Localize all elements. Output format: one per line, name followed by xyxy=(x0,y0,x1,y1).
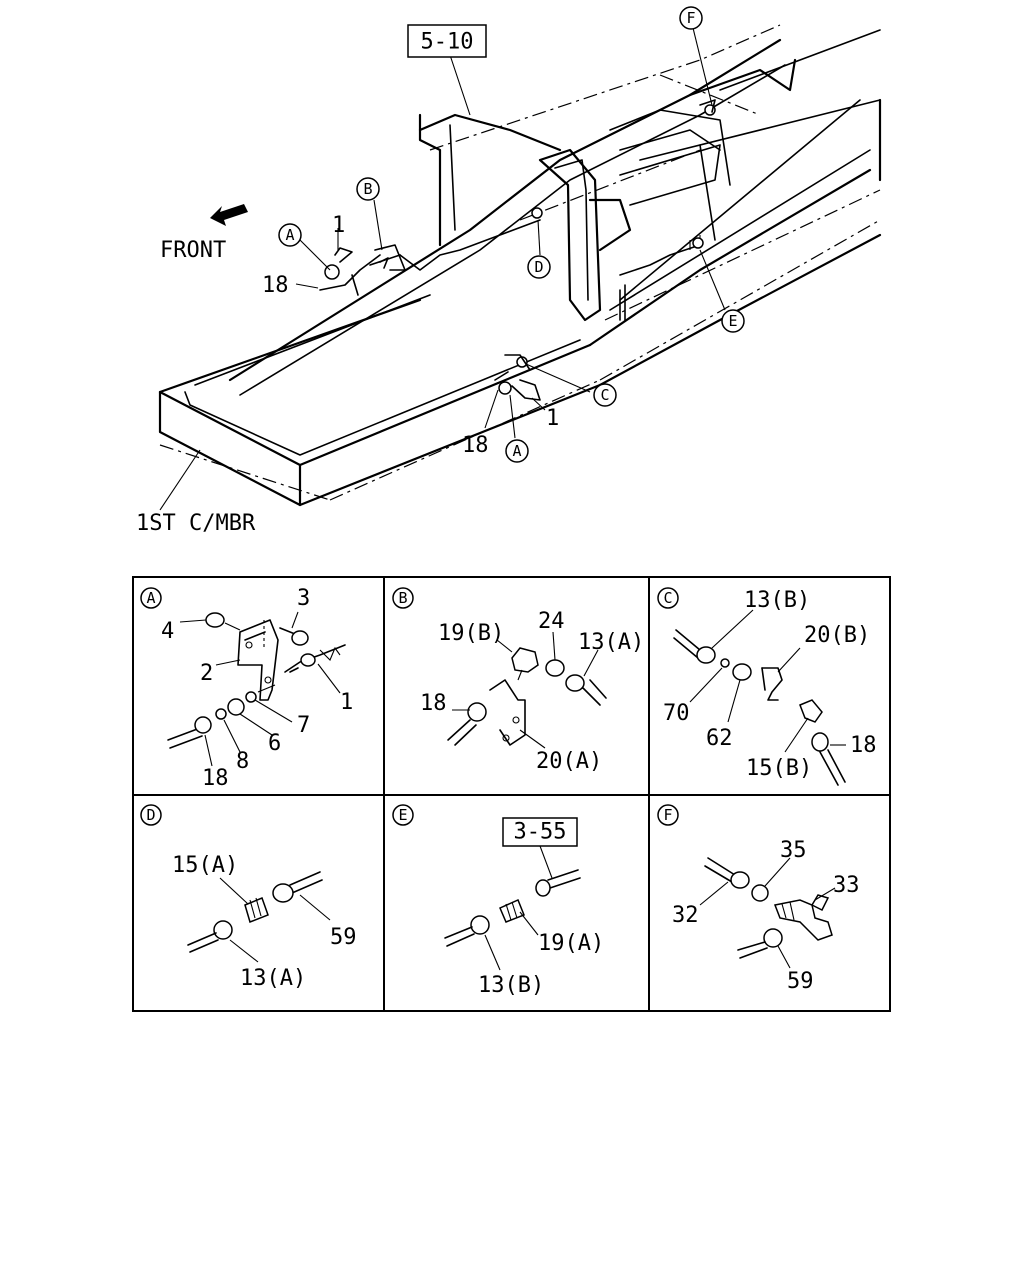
detail-C: C 13(B) 20(B) 70 62 15(B) 18 xyxy=(657,587,877,786)
detail-C-part-20B: 20(B) xyxy=(804,623,870,648)
detail-F: F 35 33 32 59 xyxy=(657,804,860,994)
detail-A-part-3: 3 xyxy=(297,586,310,611)
detail-B-part-19B: 19(B) xyxy=(438,621,504,646)
ref-box-3-55 xyxy=(502,817,578,847)
part-1-bottom: 1 xyxy=(546,406,559,431)
callout-A-top: A xyxy=(285,226,294,244)
callout-A-bottom: A xyxy=(512,442,521,460)
callout-D: D xyxy=(534,258,543,276)
detail-A-letter: A xyxy=(146,589,155,607)
part-18-bottom: 18 xyxy=(462,433,489,458)
detail-F-part-33: 33 xyxy=(833,873,860,898)
detail-F-part-32: 32 xyxy=(672,903,699,928)
detail-E-letter: E xyxy=(398,806,407,824)
detail-B-part-24: 24 xyxy=(538,609,565,634)
detail-E-part-19A: 19(A) xyxy=(538,931,604,956)
crossmember-label: 1ST C/MBR xyxy=(136,511,256,536)
detail-C-part-70: 70 xyxy=(663,701,690,726)
callout-C: C xyxy=(600,386,609,404)
detail-F-part-59: 59 xyxy=(787,969,814,994)
detail-C-letter: C xyxy=(663,589,672,607)
ref-box-5-10-text: 5-10 xyxy=(421,30,474,55)
detail-A-part-8: 8 xyxy=(236,749,249,774)
callout-B: B xyxy=(363,180,372,198)
detail-D: D 15(A) 59 13(A) xyxy=(140,804,357,991)
callout-F: F xyxy=(686,9,695,27)
detail-E: E 3-55 19(A) 13(B) xyxy=(392,804,604,998)
detail-B-part-20A: 20(A) xyxy=(536,749,602,774)
detail-F-part-35: 35 xyxy=(780,838,807,863)
detail-E-part-13B: 13(B) xyxy=(478,973,544,998)
ref-box-5-10 xyxy=(407,24,487,58)
detail-A-part-1: 1 xyxy=(340,690,353,715)
detail-grid xyxy=(132,576,891,1012)
part-18-top: 18 xyxy=(262,273,289,298)
front-arrow-icon xyxy=(210,204,248,226)
detail-B-part-13A: 13(A) xyxy=(578,630,644,655)
detail-D-part-13A: 13(A) xyxy=(240,966,306,991)
detail-C-part-15B: 15(B) xyxy=(746,756,812,781)
ref-box-3-55-text: 3-55 xyxy=(514,820,567,845)
detail-D-letter: D xyxy=(146,806,155,824)
detail-C-part-62: 62 xyxy=(706,726,733,751)
detail-C-part-18: 18 xyxy=(850,733,877,758)
detail-A: A 4 3 2 xyxy=(140,586,353,791)
detail-A-part-6: 6 xyxy=(268,731,281,756)
detail-A-part-7: 7 xyxy=(297,713,310,738)
overview-leaders xyxy=(159,27,726,511)
detail-C-part-13B: 13(B) xyxy=(744,588,810,613)
part-1-top: 1 xyxy=(332,213,345,238)
frame-overview xyxy=(158,24,882,507)
detail-D-part-59: 59 xyxy=(330,925,357,950)
detail-B-letter: B xyxy=(398,589,407,607)
detail-A-part-18: 18 xyxy=(202,766,229,791)
overview-labels: 5-10 FRONT 1ST C/MBR F B A D E C A 1 18 … xyxy=(136,6,745,536)
detail-A-part-2: 2 xyxy=(200,661,213,686)
detail-B: B 19(B) 24 13(A) 18 20(A) xyxy=(392,587,644,774)
detail-D-part-15A: 15(A) xyxy=(172,853,238,878)
detail-A-part-4: 4 xyxy=(161,619,174,644)
detail-F-letter: F xyxy=(663,806,672,824)
overview-fittings xyxy=(210,99,716,401)
front-label: FRONT xyxy=(160,238,226,263)
callout-E: E xyxy=(728,312,737,330)
detail-B-part-18: 18 xyxy=(420,691,447,716)
